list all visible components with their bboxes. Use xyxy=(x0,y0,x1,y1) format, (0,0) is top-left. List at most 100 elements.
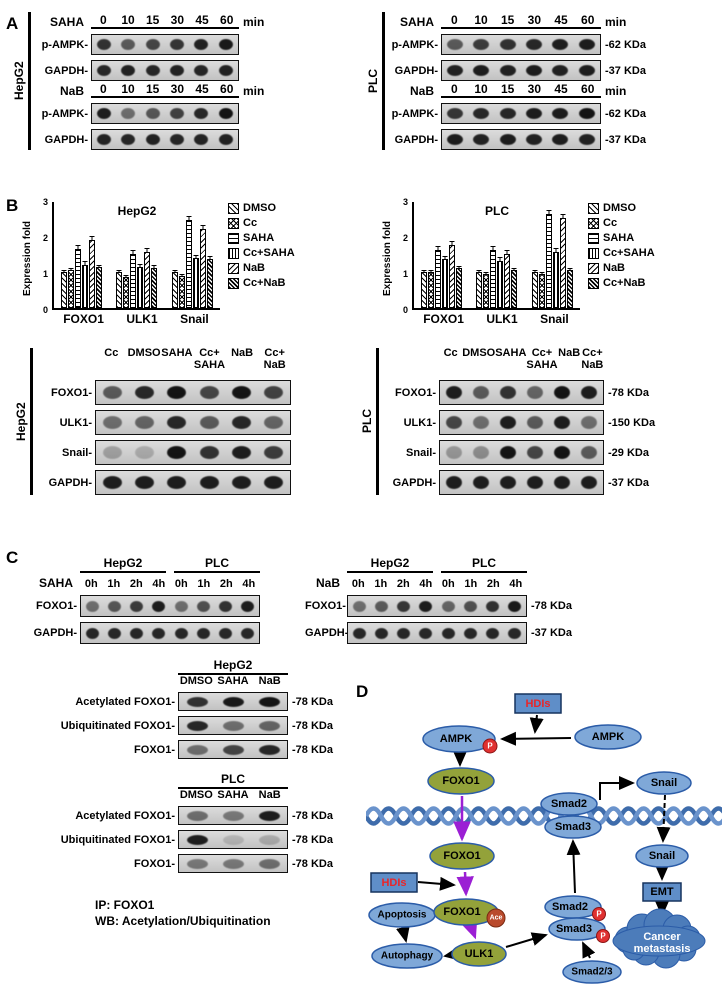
error-bar-stem xyxy=(98,266,100,268)
protein-band xyxy=(578,65,595,76)
blot-row: GAPDH- xyxy=(28,622,264,644)
svg-text:HDIs: HDIs xyxy=(381,877,406,889)
svg-text:Smad2: Smad2 xyxy=(552,901,588,913)
error-bar xyxy=(151,265,157,269)
phospho-badge xyxy=(596,929,610,943)
error-bar-stem xyxy=(541,273,543,275)
protein-band xyxy=(554,386,571,399)
lane-label: 2h xyxy=(129,578,143,590)
protein-band xyxy=(170,134,185,145)
protein-band xyxy=(134,446,154,459)
blot-row: GAPDH- xyxy=(31,129,264,150)
protein-label: GAPDH- xyxy=(33,627,77,639)
protein-band xyxy=(167,446,187,459)
lane-label: SAHA xyxy=(495,347,527,359)
legend-item: DMSO xyxy=(588,202,655,214)
protein-label: GAPDH- xyxy=(394,64,438,77)
blot-row: FOXO1--78 KDa xyxy=(58,854,333,873)
protein-band xyxy=(196,600,210,612)
blot-strip xyxy=(178,830,288,849)
error-bar xyxy=(137,264,143,268)
protein-label: GAPDH- xyxy=(48,476,92,489)
svg-text:FOXO1: FOXO1 xyxy=(442,775,479,787)
protein-band xyxy=(231,386,251,399)
bar xyxy=(421,270,428,308)
protein-band xyxy=(194,108,209,119)
arrow-foxo1-to-acetylated-foxo1 xyxy=(456,871,474,897)
node-smad23: Smad2/3 xyxy=(562,960,622,984)
lane-label: DMSO xyxy=(179,675,213,687)
protein-band xyxy=(463,600,477,612)
error-bar xyxy=(193,255,199,259)
protein-band xyxy=(526,39,543,50)
protein-band xyxy=(499,134,516,145)
svg-text:Apoptosis: Apoptosis xyxy=(378,910,427,921)
error-bar xyxy=(123,275,129,278)
error-bar-stem xyxy=(430,271,432,273)
error-bar-stem xyxy=(423,271,425,273)
protein-label: FOXO1- xyxy=(134,743,175,756)
bar xyxy=(538,272,545,308)
blot-row: Ubiquitinated FOXO1--78 KDa xyxy=(58,830,333,849)
kda-label: -78 KDa xyxy=(608,386,649,399)
protein-band xyxy=(107,627,121,639)
bar xyxy=(75,245,82,308)
protein-band xyxy=(102,416,122,429)
blot-row: GAPDH--37 KDa xyxy=(379,470,655,495)
blot-strip xyxy=(178,854,288,873)
error-bar xyxy=(449,241,455,246)
error-bar xyxy=(539,272,545,275)
error-bar xyxy=(546,210,552,215)
blot-strip xyxy=(80,622,260,644)
protein-band xyxy=(170,39,185,50)
lane-label: 0h xyxy=(351,578,365,590)
error-bar-stem xyxy=(499,258,501,262)
error-bar xyxy=(186,216,192,221)
blot-row: FOXO1- xyxy=(33,380,295,405)
kda-label: -78 KDa xyxy=(292,833,333,846)
protein-band xyxy=(196,627,210,639)
kda-label: -37 KDa xyxy=(605,133,646,146)
protein-band xyxy=(445,476,462,489)
error-bar xyxy=(144,248,150,253)
legend-label: Cc+SAHA xyxy=(603,247,655,259)
lane-label: NaB xyxy=(231,347,254,359)
blot-axis-line xyxy=(376,348,379,495)
svg-text:Snail: Snail xyxy=(649,850,675,862)
svg-text:Cancer: Cancer xyxy=(643,931,681,943)
legend-swatch xyxy=(228,232,239,244)
phospho-badge xyxy=(592,907,606,921)
protein-band xyxy=(222,810,244,821)
legend-item: SAHA xyxy=(588,232,655,244)
error-bar-stem xyxy=(451,242,453,246)
drug-label: NaB xyxy=(315,576,340,590)
legend-label: SAHA xyxy=(603,232,635,244)
bar xyxy=(137,264,144,308)
protein-band xyxy=(121,65,136,76)
arrow-apoptosis-to-autophagy xyxy=(396,925,410,943)
protein-band xyxy=(499,416,516,429)
error-bar xyxy=(511,268,517,271)
lane-label: 0h xyxy=(174,578,188,590)
legend-swatch xyxy=(228,277,239,289)
protein-band xyxy=(441,627,455,639)
error-bar xyxy=(567,268,573,271)
legend-label: Cc+NaB xyxy=(243,277,286,289)
node-smad3-phospho: Smad3 P xyxy=(548,917,610,943)
protein-band xyxy=(258,834,280,845)
protein-label: FOXO1- xyxy=(36,600,77,612)
protein-band xyxy=(526,65,543,76)
protein-label: Acetylated FOXO1- xyxy=(75,809,175,822)
svg-text:P: P xyxy=(600,932,606,941)
drug-label: NaB xyxy=(409,84,434,98)
timepoint-label: 30 xyxy=(527,82,542,96)
cell-group-label: HepG2 xyxy=(80,556,166,573)
protein-band xyxy=(526,108,543,119)
svg-text:AMPK: AMPK xyxy=(440,733,472,745)
bar-group xyxy=(531,210,573,308)
